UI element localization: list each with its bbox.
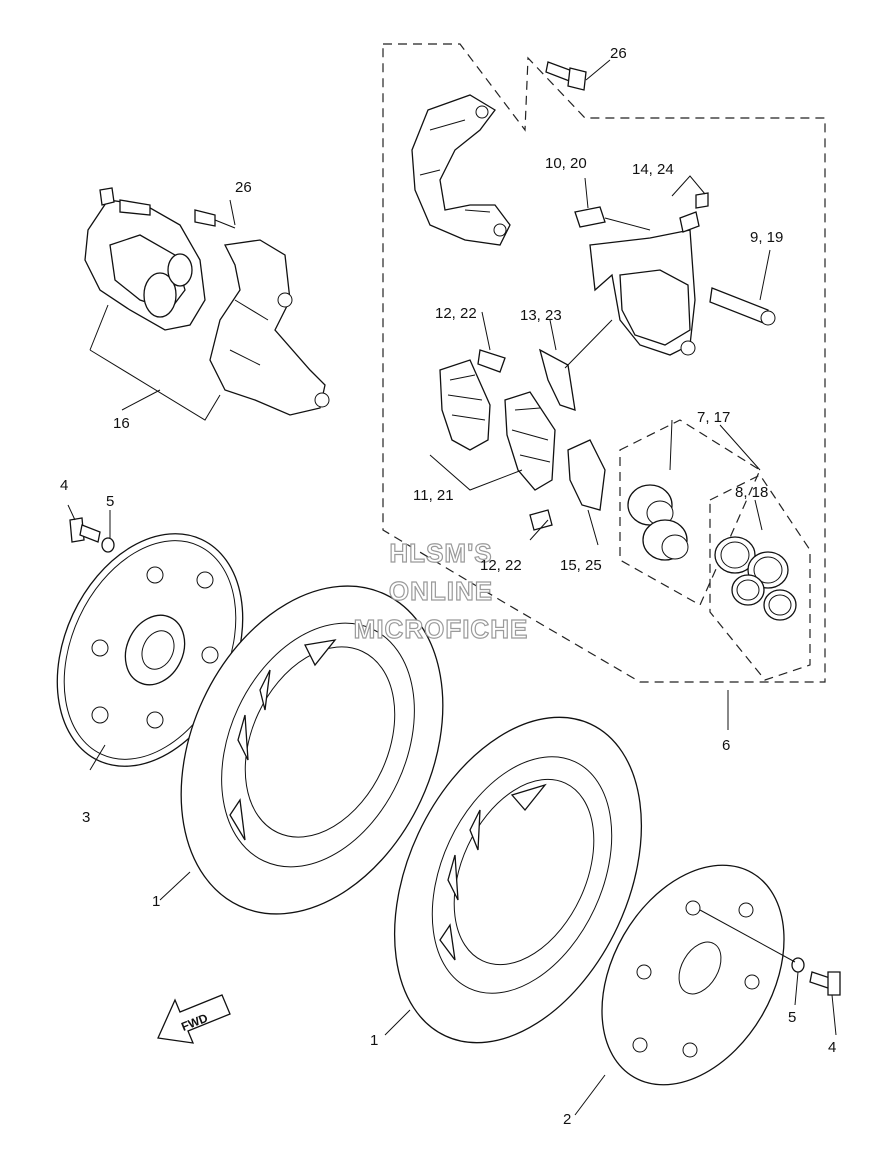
callout-15-25: 15, 25: [560, 557, 602, 574]
bolt-26-upper: [545, 59, 611, 91]
bolt-4-right: [699, 909, 841, 1036]
caliper-body-right: [574, 175, 776, 356]
watermark-line-1: HLSM'S: [389, 538, 492, 568]
brake-disc-right: [384, 716, 643, 1044]
seal-kit-boundary: [709, 474, 811, 681]
caliper-bracket-left: [89, 199, 330, 421]
callout-3: 3: [82, 809, 90, 826]
callout-12-22-lower: 12, 22: [480, 557, 522, 574]
callout-4-left: 4: [60, 477, 68, 494]
fwd-arrow-icon: FWD: [157, 994, 231, 1044]
callout-2: 2: [563, 1111, 571, 1128]
caliper-bracket: [411, 94, 511, 246]
bolt-4-left: [67, 504, 115, 553]
callout-13-23: 13, 23: [520, 307, 562, 324]
callout-5-right: 5: [788, 1009, 796, 1026]
leader-lines: [89, 690, 729, 771]
callout-26-left: 26: [235, 179, 252, 196]
callout-16: 16: [113, 415, 130, 432]
brake-pads-right: [429, 311, 613, 546]
seals: [714, 499, 797, 621]
callout-6: 6: [722, 737, 730, 754]
callout-5-left: 5: [106, 493, 114, 510]
pistons: [627, 419, 761, 561]
watermark-line-2: ONLINE: [389, 576, 493, 606]
callout-1-right: 1: [370, 1032, 378, 1049]
disc-adaptor-right: [574, 864, 785, 1116]
callout-14-24: 14, 24: [632, 161, 674, 178]
callout-9-19: 9, 19: [750, 229, 783, 246]
caliper-assembly-boundary: [382, 43, 826, 683]
callout-4-right: 4: [828, 1039, 836, 1056]
caliper-left: [84, 187, 236, 331]
callout-1-left: 1: [152, 893, 160, 910]
callout-12-22-upper: 12, 22: [435, 305, 477, 322]
callout-11-21: 11, 21: [413, 487, 454, 504]
callout-10-20: 10, 20: [545, 155, 587, 172]
disc-adaptor-left: [56, 533, 244, 767]
brake-disc-left: [159, 585, 444, 915]
callout-8-18: 8, 18: [735, 484, 768, 501]
watermark-line-3: MICROFICHE: [354, 614, 529, 644]
callout-7-17: 7, 17: [697, 409, 730, 426]
callout-26-upper: 26: [610, 45, 627, 62]
